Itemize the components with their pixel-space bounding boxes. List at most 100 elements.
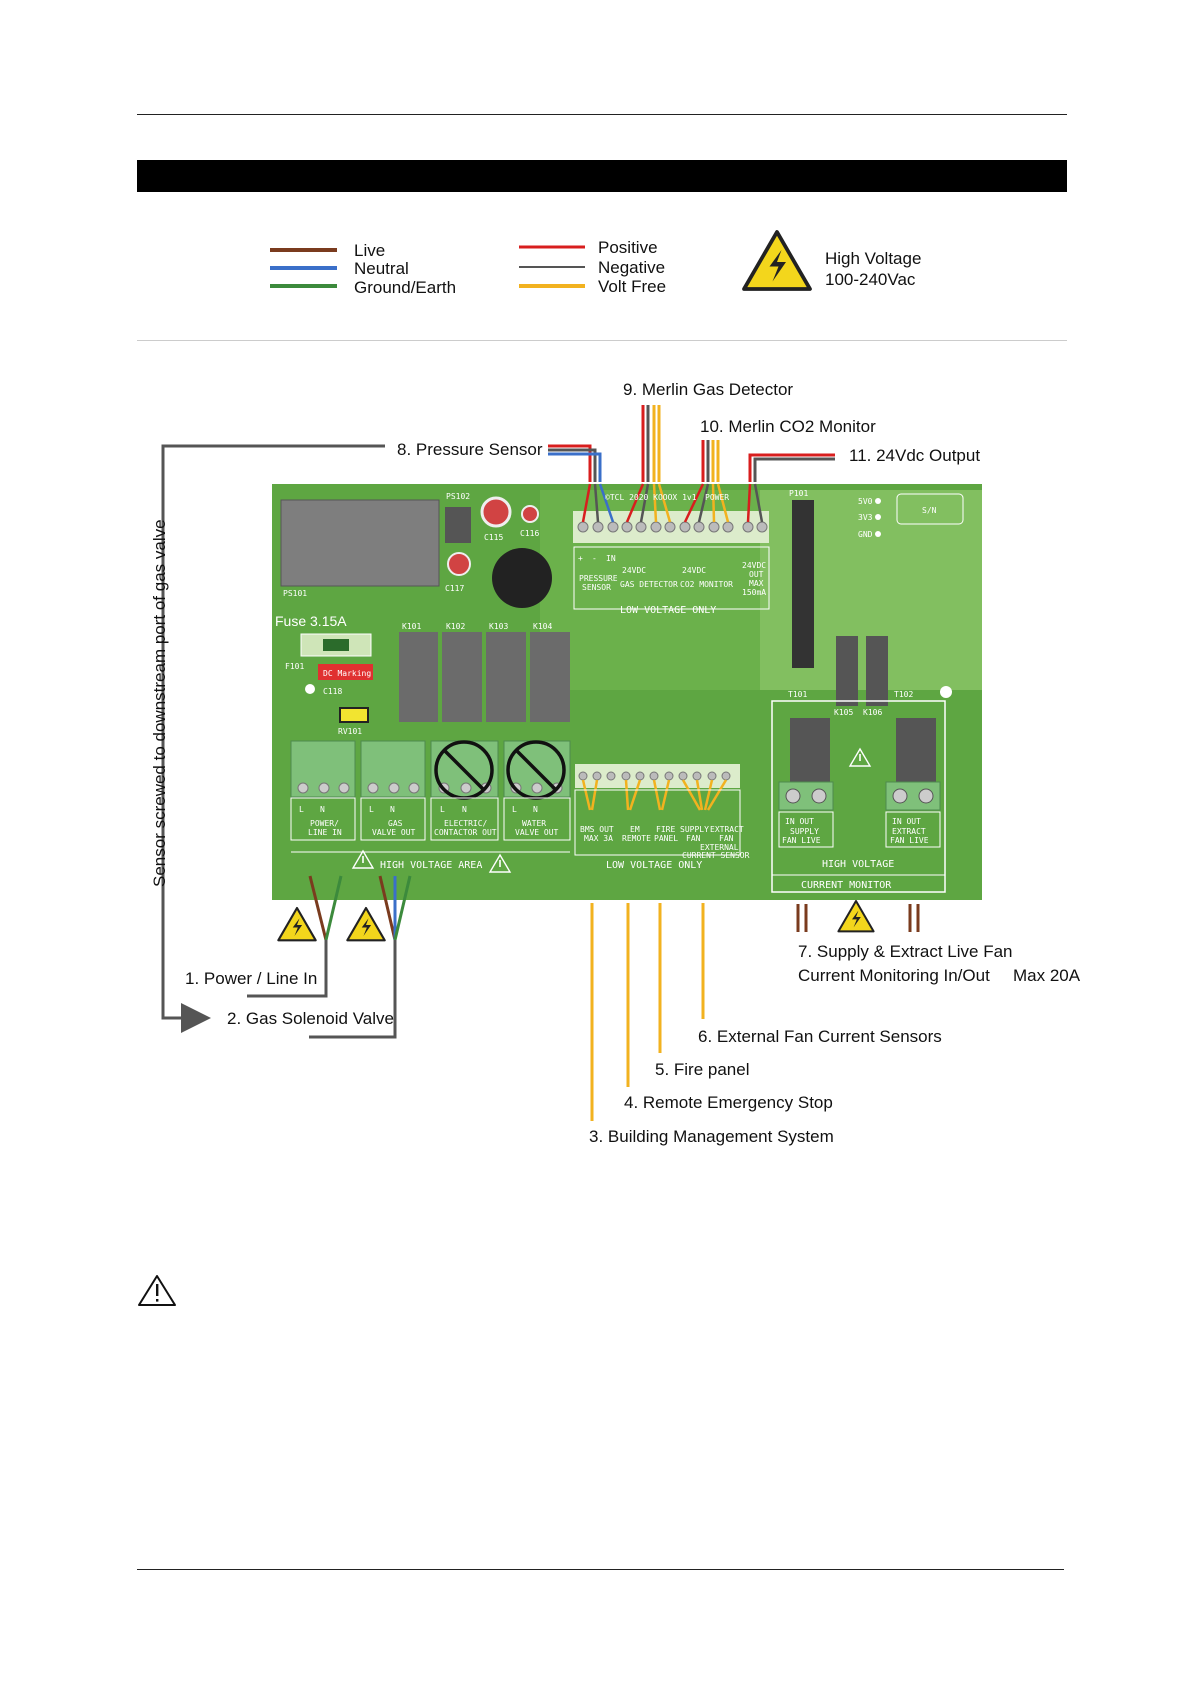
- label-live-fan-1: 7. Supply & Extract Live Fan: [798, 942, 1013, 961]
- svg-text:RV101: RV101: [338, 727, 362, 736]
- legend-live: Live: [354, 241, 385, 260]
- svg-text:SUPPLY: SUPPLY: [790, 827, 819, 836]
- svg-text:24VDC: 24VDC: [622, 566, 646, 575]
- svg-text:PS102: PS102: [446, 492, 470, 501]
- svg-text:FIRE: FIRE: [656, 825, 675, 834]
- high-voltage-area: HIGH VOLTAGE AREA: [380, 860, 482, 871]
- svg-text:FAN LIVE: FAN LIVE: [890, 836, 929, 845]
- svg-text:CURRENT SENSOR: CURRENT SENSOR: [682, 851, 750, 860]
- svg-text:P101: P101: [789, 489, 808, 498]
- label-sensor-note: Sensor screwed to downstream port of gas…: [150, 519, 169, 887]
- legend-voltfree: Volt Free: [598, 277, 666, 296]
- svg-text:N: N: [533, 805, 538, 814]
- svg-text:5V0: 5V0: [858, 497, 873, 506]
- co2-monitor-wires: [701, 440, 720, 482]
- svg-text:L: L: [512, 805, 517, 814]
- svg-text:K105: K105: [834, 708, 853, 717]
- legend-neutral: Neutral: [354, 259, 409, 278]
- svg-text:EXTERNAL: EXTERNAL: [700, 843, 739, 852]
- svg-text:CONTACTOR OUT: CONTACTOR OUT: [434, 828, 497, 837]
- label-remote-stop: 4. Remote Emergency Stop: [624, 1093, 833, 1112]
- svg-text:PS101: PS101: [283, 589, 307, 598]
- legend-earth: Ground/Earth: [354, 278, 456, 297]
- svg-text:L: L: [299, 805, 304, 814]
- fuse-label: Fuse 3.15A: [275, 613, 347, 629]
- label-bms: 3. Building Management System: [589, 1127, 834, 1146]
- svg-text:IN OUT: IN OUT: [892, 817, 921, 826]
- svg-text:K102: K102: [446, 622, 465, 631]
- legend-hv-1: High Voltage: [825, 249, 921, 268]
- svg-text:GAS DETECTOR: GAS DETECTOR: [620, 580, 678, 589]
- svg-text:EXTRACT: EXTRACT: [710, 825, 744, 834]
- svg-text:OUT: OUT: [749, 570, 764, 579]
- label-co2-monitor: 10. Merlin CO2 Monitor: [700, 417, 876, 436]
- svg-text:VALVE OUT: VALVE OUT: [515, 828, 559, 837]
- svg-text:K101: K101: [402, 622, 421, 631]
- svg-text:IN OUT: IN OUT: [785, 817, 814, 826]
- label-max-20a: Max 20A: [1013, 966, 1081, 985]
- output-wires: [748, 453, 835, 482]
- svg-text:VALVE OUT: VALVE OUT: [372, 828, 416, 837]
- svg-text:FAN: FAN: [719, 834, 734, 843]
- current-monitor-title: CURRENT MONITOR: [801, 880, 892, 891]
- svg-text:MAX 3A: MAX 3A: [584, 834, 613, 843]
- svg-text:REMOTE: REMOTE: [622, 834, 651, 843]
- dc-marking: DC Marking: [323, 669, 371, 678]
- svg-text:K103: K103: [489, 622, 508, 631]
- svg-text:F101: F101: [285, 662, 304, 671]
- svg-text:POWER/: POWER/: [310, 819, 339, 828]
- label-gas-detector: 9. Merlin Gas Detector: [623, 380, 793, 399]
- svg-text:CO2 MONITOR: CO2 MONITOR: [680, 580, 733, 589]
- label-live-fan-2: Current Monitoring In/Out: [798, 966, 990, 985]
- svg-text:WATER: WATER: [522, 819, 546, 828]
- svg-text:3V3: 3V3: [858, 513, 873, 522]
- section-title-band: [137, 160, 1067, 192]
- legend-hv-2: 100-240Vac: [825, 270, 916, 289]
- hv-icon-current-monitor: [837, 899, 875, 933]
- svg-text:N: N: [390, 805, 395, 814]
- svg-text:N: N: [462, 805, 467, 814]
- svg-text:LINE IN: LINE IN: [308, 828, 342, 837]
- svg-text:T102: T102: [894, 690, 913, 699]
- copyright: ©TCL 2020 KOOOX 1v1: [605, 493, 697, 502]
- svg-text:N: N: [320, 805, 325, 814]
- svg-text:FAN: FAN: [686, 834, 701, 843]
- svg-text:-: -: [592, 554, 597, 563]
- svg-text:C116: C116: [520, 529, 539, 538]
- wire-legend: Live Neutral Ground/Earth Positive Negat…: [270, 230, 921, 297]
- svg-text:24VDC: 24VDC: [742, 561, 766, 570]
- legend-positive: Positive: [598, 238, 658, 257]
- label-pressure-sensor: 8. Pressure Sensor: [397, 440, 543, 459]
- label-24vdc-output: 11. 24Vdc Output: [849, 446, 980, 465]
- svg-text:EXTRACT: EXTRACT: [892, 827, 926, 836]
- svg-text:24VDC: 24VDC: [682, 566, 706, 575]
- label-fire-panel: 5. Fire panel: [655, 1060, 750, 1079]
- svg-text:PRESSURE: PRESSURE: [579, 574, 618, 583]
- svg-text:K104: K104: [533, 622, 552, 631]
- svg-text:+: +: [578, 554, 583, 563]
- svg-text:SENSOR: SENSOR: [582, 583, 611, 592]
- control-board: PS101 PS102 C115 C116 C117 Fuse 3.15A F1…: [272, 483, 982, 900]
- svg-text:K106: K106: [863, 708, 882, 717]
- svg-text:EM: EM: [630, 825, 640, 834]
- pressure-sensor-wires: [548, 444, 602, 482]
- live-fan-leads: [796, 904, 920, 932]
- power-line-wires: [247, 875, 343, 998]
- caution-icon: [138, 1275, 176, 1306]
- svg-text:PANEL: PANEL: [654, 834, 678, 843]
- svg-text:L: L: [440, 805, 445, 814]
- label-fan-sensors: 6. External Fan Current Sensors: [698, 1027, 942, 1046]
- legend-negative: Negative: [598, 258, 665, 277]
- svg-text:150mA: 150mA: [742, 588, 766, 597]
- svg-text:MAX: MAX: [749, 579, 764, 588]
- svg-text:T101: T101: [788, 690, 807, 699]
- label-gas-solenoid: 2. Gas Solenoid Valve: [227, 1009, 394, 1028]
- volt-free-leads: [590, 903, 705, 1121]
- gas-valve-wires: [309, 875, 412, 1039]
- svg-text:C117: C117: [445, 584, 464, 593]
- legend-rule: [137, 340, 1067, 341]
- svg-text:C115: C115: [484, 533, 503, 542]
- svg-text:IN: IN: [606, 554, 616, 563]
- svg-text:S/N: S/N: [922, 506, 937, 515]
- svg-text:FAN LIVE: FAN LIVE: [782, 836, 821, 845]
